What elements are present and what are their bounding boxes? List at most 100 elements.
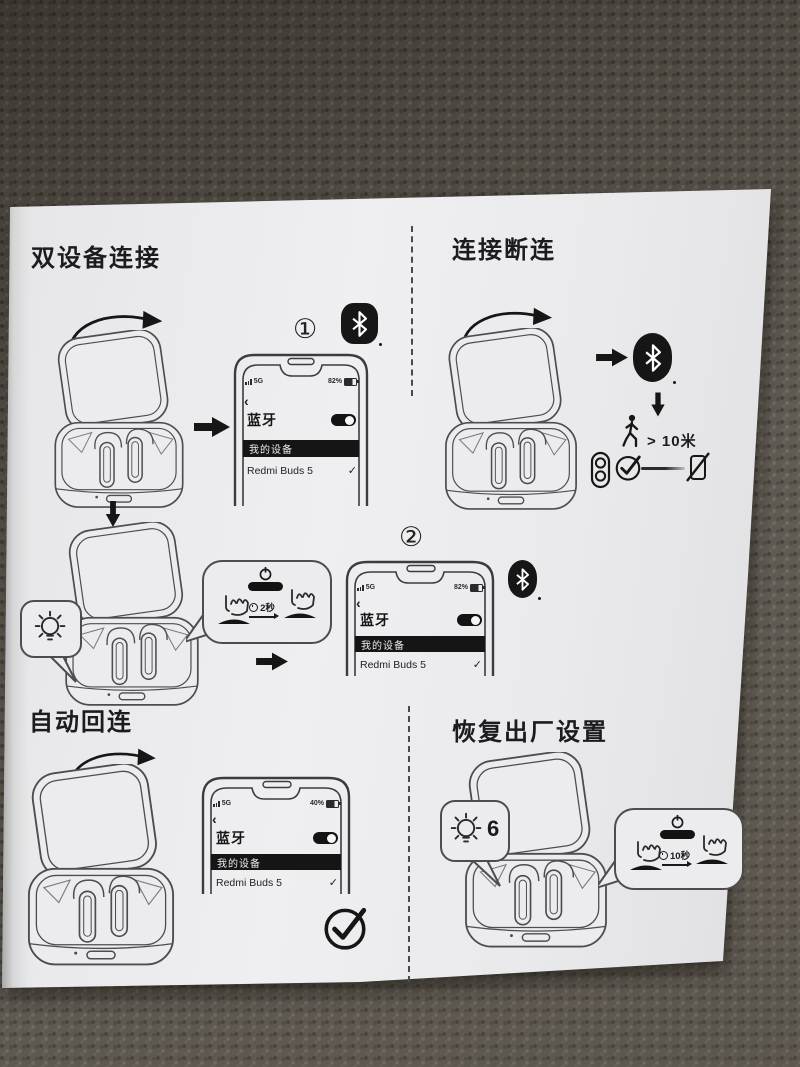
battery-icon <box>344 378 359 386</box>
signal-icon <box>213 801 220 807</box>
press-hand-icon <box>282 588 318 620</box>
earbuds-case-illustration <box>48 330 190 512</box>
step-1-badge: ① <box>293 314 318 344</box>
battery-icon <box>470 584 485 592</box>
indicator-bulb-icon <box>445 808 489 852</box>
network-label: 5G <box>221 800 232 808</box>
battery-percent: 82% <box>327 378 342 386</box>
step-2-badge: ② <box>399 522 424 552</box>
connected-check: ✓ <box>472 659 482 671</box>
battery-percent: 82% <box>453 584 468 592</box>
distance-label: > 10米 <box>647 433 697 450</box>
bluetooth-logo <box>341 303 382 346</box>
bluetooth-row: 蓝牙 <box>360 610 482 630</box>
signal-fade-line <box>641 467 685 470</box>
indicator-bulb-bubble <box>18 598 88 684</box>
walking-person-icon <box>618 414 644 448</box>
signal-icon <box>245 379 252 385</box>
device-row: Redmi Buds 5 ✓ <box>247 464 357 478</box>
press-hand-icon <box>694 834 730 866</box>
bluetooth-toggle <box>313 831 338 845</box>
timer-clock-icon <box>659 850 668 860</box>
indicator-bulb-bubble: 6 <box>438 798 516 888</box>
section-divider-vertical <box>411 226 413 396</box>
bluetooth-title: 蓝牙 <box>360 612 390 628</box>
phone-mockup: 5G 82% ‹ 蓝牙 我的设备 Redmi Buds 5 ✓ <box>228 348 374 506</box>
hold-arrow-icon <box>249 613 279 620</box>
press-hand-icon <box>216 594 252 626</box>
battery-icon <box>326 800 341 808</box>
success-check-icon <box>613 452 643 482</box>
device-name: Redmi Buds 5 <box>360 658 426 671</box>
my-devices-bar: 我的设备 <box>243 440 359 457</box>
signal-icon <box>357 585 364 591</box>
bluetooth-logo <box>508 560 541 600</box>
section-title-factory-reset: 恢复出厂设置 <box>452 719 608 746</box>
timer-clock-icon <box>249 602 259 612</box>
device-name: Redmi Buds 5 <box>216 876 282 889</box>
back-chevron: ‹ <box>356 595 361 611</box>
section-title-disconnection: 连接断连 <box>452 237 556 264</box>
power-icon <box>258 566 273 581</box>
arrow-right-icon <box>194 414 230 440</box>
connected-check: ✓ <box>328 877 338 889</box>
device-row: Redmi Buds 5 ✓ <box>360 658 482 672</box>
hold-timer: 2秒 <box>249 600 279 620</box>
section-divider-vertical <box>408 706 410 982</box>
bluetooth-row: 蓝牙 <box>247 410 356 430</box>
hold-arrow-icon <box>661 861 692 868</box>
phone-disconnected-icon <box>686 451 710 483</box>
blink-count: 6 <box>487 816 500 841</box>
toggle-knob <box>470 614 482 626</box>
success-check-icon <box>320 902 370 952</box>
device-name: Redmi Buds 5 <box>247 464 313 477</box>
bluetooth-toggle <box>331 413 356 427</box>
network-label: 5G <box>253 378 264 386</box>
status-bar: 5G 40% <box>213 800 341 808</box>
device-row: Redmi Buds 5 ✓ <box>216 876 338 890</box>
arrow-right-icon <box>596 346 628 369</box>
bluetooth-title: 蓝牙 <box>247 412 277 428</box>
toggle-knob <box>344 414 356 426</box>
status-bar: 5G 82% <box>245 378 359 386</box>
arrow-right-icon <box>256 650 288 673</box>
bluetooth-row: 蓝牙 <box>216 828 338 848</box>
my-devices-bar: 我的设备 <box>355 636 485 652</box>
hold-time-label: 10秒 <box>670 851 691 862</box>
back-chevron: ‹ <box>244 393 249 409</box>
phone-mockup: 5G 82% ‹ 蓝牙 我的设备 Redmi Buds 5 ✓ <box>340 556 500 676</box>
my-devices-bar: 我的设备 <box>211 854 341 870</box>
arrow-down-icon <box>642 393 675 417</box>
hold-timer: 10秒 <box>659 848 692 868</box>
indicator-bulb-icon <box>29 606 73 650</box>
earbuds-case-illustration <box>438 328 584 514</box>
bluetooth-title: 蓝牙 <box>216 830 246 846</box>
power-icon <box>670 814 685 829</box>
status-bar: 5G 82% <box>357 584 485 592</box>
phone-outline <box>345 560 495 676</box>
press-instruction-bubble: 2秒 <box>181 558 336 650</box>
press-instruction-bubble: 10秒 <box>593 806 748 896</box>
battery-percent: 40% <box>309 800 324 808</box>
connected-check: ✓ <box>347 465 357 477</box>
toggle-knob <box>326 832 338 844</box>
bluetooth-rune-icon <box>516 568 529 591</box>
bluetooth-rune-icon <box>352 311 367 337</box>
bluetooth-rune-icon <box>645 344 661 372</box>
network-label: 5G <box>365 584 376 592</box>
hold-time-label: 2秒 <box>260 603 275 614</box>
bubble-shape <box>440 800 510 887</box>
bluetooth-toggle <box>457 613 482 627</box>
section-title-auto-reconnect: 自动回连 <box>29 709 133 736</box>
earbuds-capsule-icon <box>589 451 612 489</box>
bluetooth-logo <box>633 333 676 384</box>
earbuds-case-illustration <box>16 764 186 970</box>
touch-button-pill <box>660 830 695 839</box>
phone-outline <box>201 776 351 894</box>
phone-mockup: 5G 40% ‹ 蓝牙 我的设备 Redmi Buds 5 ✓ <box>196 772 356 894</box>
bubble-shape <box>20 600 82 683</box>
section-title-dual-connection: 双设备连接 <box>31 245 161 272</box>
back-chevron: ‹ <box>212 811 217 827</box>
phone-outline <box>233 353 369 506</box>
